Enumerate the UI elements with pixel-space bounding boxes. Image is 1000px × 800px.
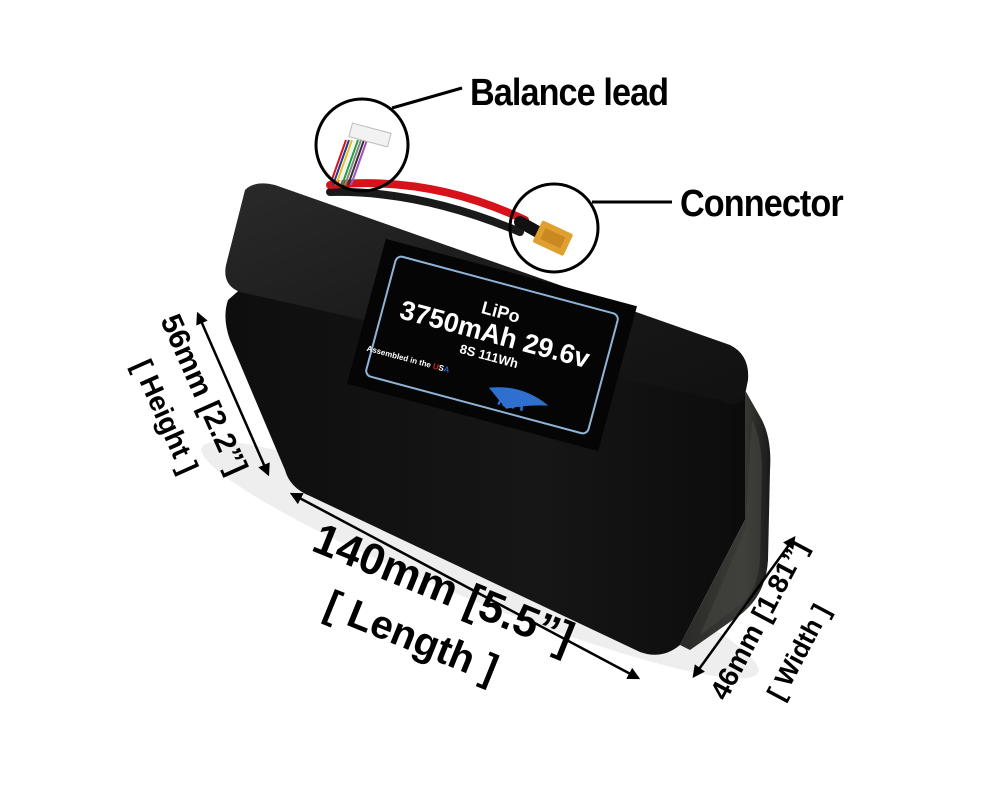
red-wire <box>326 179 529 224</box>
connector-sleeve <box>514 216 544 238</box>
balance-plug <box>348 122 392 148</box>
length-arrow <box>289 492 641 680</box>
xt-connector <box>533 220 573 256</box>
usa-a: A <box>443 364 451 374</box>
battery-label: LiPo 3750mAh 29.6v 8S 111Wh Assembled in… <box>347 238 637 452</box>
brand-logo: MA <box>488 387 549 415</box>
connector-label: Connector <box>680 181 844 224</box>
connector-circle <box>508 182 600 274</box>
balance-lead-circle <box>314 97 410 193</box>
label-border <box>365 255 619 435</box>
height-arrow <box>196 311 270 477</box>
label-background <box>347 238 637 452</box>
usa-u: U <box>432 362 440 372</box>
power-wires <box>326 179 544 238</box>
balance-lead-label: Balance lead <box>470 70 668 113</box>
width-arrow <box>692 535 796 679</box>
usa-s: S <box>437 363 445 373</box>
callouts: Balance lead Connector <box>314 70 845 274</box>
balance-lead <box>329 122 392 186</box>
black-wire <box>326 187 524 236</box>
balance-lead-line <box>391 86 463 110</box>
